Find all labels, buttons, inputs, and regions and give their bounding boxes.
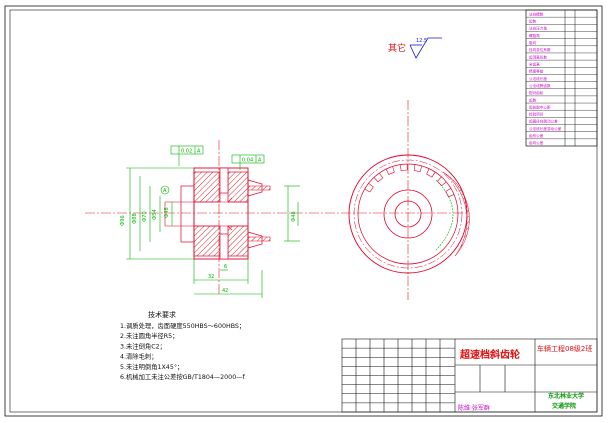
geometric-tolerance-frames: 0.02 A 0.04 A A — [160, 145, 265, 195]
dimension-lines — [126, 167, 300, 298]
tolerance-value-1: 0.02 — [181, 149, 192, 155]
outer-frame — [4, 5, 603, 417]
svg-text:Ф96: Ф96 — [120, 215, 126, 226]
tech-item: 4.清除毛刺； — [120, 352, 158, 361]
svg-text:Ф70: Ф70 — [142, 211, 148, 222]
gear-side-view — [348, 154, 470, 274]
param-row-label: 公法线跨齿数 — [529, 83, 551, 88]
tech-item: 2.未注圆角半径R5； — [120, 331, 178, 340]
tolerance-value-2: 0.04 — [242, 158, 253, 164]
datum-label: A — [163, 188, 167, 194]
svg-text:Ф48: Ф48 — [291, 211, 297, 222]
param-row-label: 齿轮副中心距 — [529, 104, 551, 109]
inner-frame — [9, 9, 598, 413]
gear-section-view — [164, 167, 271, 260]
roughness-label: 其它 — [388, 42, 406, 54]
param-row-label: 齿数 — [529, 19, 537, 24]
param-row-label: 旋向 — [529, 40, 537, 45]
roughness-value: 12.5 — [416, 38, 427, 44]
svg-text:6: 6 — [224, 264, 227, 270]
svg-text:Ф48: Ф48 — [164, 207, 170, 218]
tolerance-datum-2: A — [258, 158, 262, 164]
param-row-label: 全齿高 — [529, 61, 540, 66]
param-row-label: 法向压力角 — [529, 26, 547, 31]
param-row-label: 齿圈径向跳动公差 — [529, 119, 558, 124]
param-row-label: 检验项目 — [529, 112, 543, 117]
center-lines — [85, 100, 470, 300]
tech-item: 3.未注倒角C2； — [120, 341, 166, 350]
tolerance-datum-1: A — [197, 149, 201, 155]
param-row-label: 法向模数 — [529, 11, 544, 16]
tech-title: 技术要求 — [148, 310, 176, 319]
dimension-text: Ф96 Ф88 Ф70 Ф54 Ф48 32 6 42 Ф48 — [120, 207, 297, 294]
class-name: 车辆工程08级2班 — [537, 344, 592, 353]
part-name: 超速档斜齿轮 — [459, 348, 520, 361]
param-row-label: 精度等级 — [529, 69, 544, 74]
param-row-label: 齿向公差 — [529, 140, 544, 145]
school-name: 东北林业大学 — [548, 392, 584, 400]
svg-text:32: 32 — [208, 274, 214, 280]
param-row-label: 公法线长度 — [529, 76, 547, 81]
svg-text:Ф54: Ф54 — [152, 209, 158, 220]
param-row-label: 公法线长度变动公差 — [529, 126, 562, 131]
param-row-label: 齿数 — [529, 97, 537, 102]
param-row-label: 配对齿轮 — [529, 90, 544, 95]
designer: 陈维 张军群 — [458, 404, 490, 412]
param-row-label: 齿顶高系数 — [529, 54, 547, 59]
tech-item: 6.机械加工未注公差按GB/T1804—2000—f — [120, 372, 245, 381]
param-row-label: 螺旋角 — [529, 33, 540, 38]
technical-requirements: 技术要求 1.调质处理，齿面硬度550HBS～600HBS；2.未注圆角半径R5… — [120, 310, 245, 381]
roughness-symbol: 其它 12.5 — [388, 37, 442, 59]
svg-text:42: 42 — [222, 288, 228, 294]
title-block — [341, 338, 598, 413]
param-row-label: 径向变位系数 — [529, 47, 551, 52]
svg-text:Ф88: Ф88 — [132, 213, 138, 224]
tech-item: 1.调质处理，齿面硬度550HBS～600HBS； — [120, 321, 245, 330]
school-dept: 交通学院 — [552, 402, 576, 410]
param-row-label: 齿形公差 — [529, 133, 544, 138]
parameter-table: 法向模数齿数法向压力角螺旋角旋向径向变位系数齿顶高系数全齿高精度等级公法线长度公… — [525, 9, 598, 147]
tech-item: 5.未注明倒角1X45°； — [120, 362, 183, 371]
